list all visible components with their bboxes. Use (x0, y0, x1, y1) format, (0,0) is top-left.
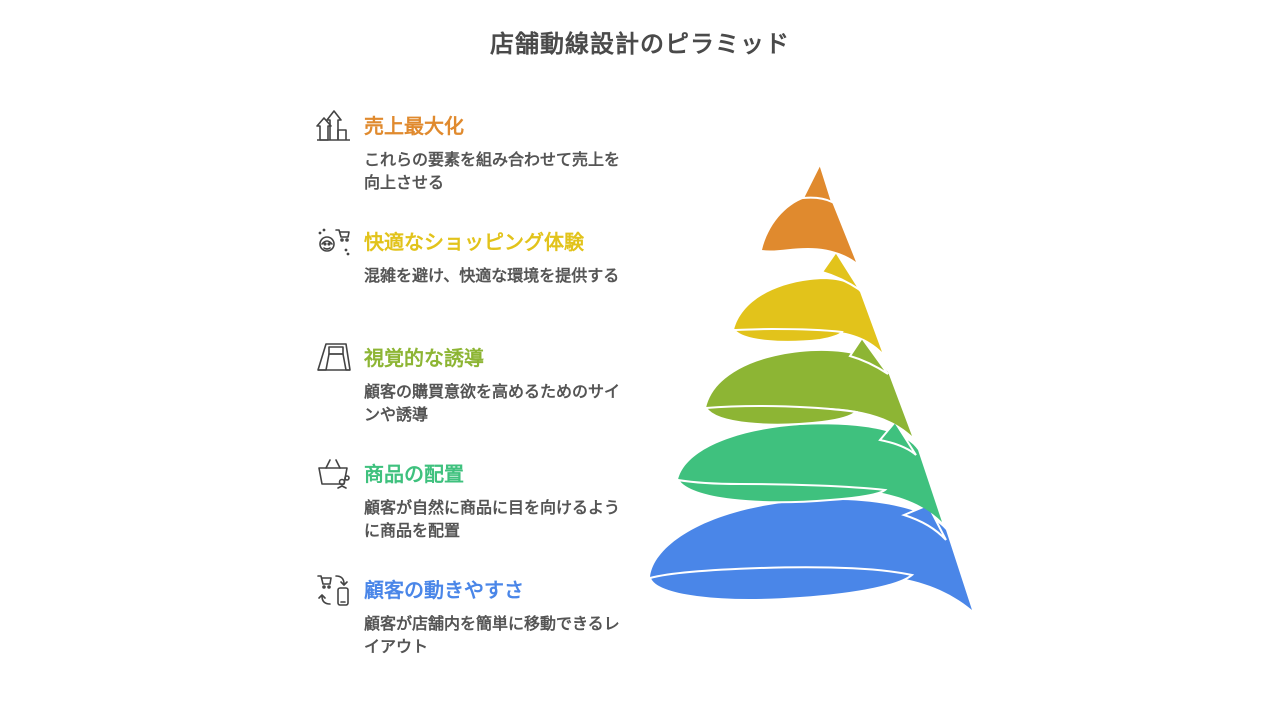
level-description: 混雑を避け、快適な環境を提供する (364, 266, 620, 285)
level-heading: 快適なショッピング体験 (364, 230, 584, 254)
level-description: 顧客の購買意欲を高めるためのサインや誘導 (364, 382, 621, 424)
pyramid-band-orange (762, 195, 856, 262)
page-title: 店舗動線設計のピラミッド (490, 30, 790, 58)
pyramid-band-yellow-back (820, 250, 861, 291)
level-description: 顧客が店舗内を簡単に移動できるレイアウト (364, 614, 620, 656)
level-heading: 視覚的な誘導 (364, 346, 484, 370)
level-heading: 商品の配置 (364, 462, 464, 486)
level-description: 顧客が自然に商品に目を向けるように商品を配置 (364, 498, 621, 540)
pyramid-band-olive (706, 350, 912, 436)
product-basket-icon (316, 456, 352, 492)
growth-arrow-icon (316, 108, 352, 144)
pyramid-band-olive-back (848, 336, 889, 375)
spiral-pyramid (640, 150, 980, 624)
pyramid-band-yellow-front (731, 327, 844, 343)
level-description: これらの要素を組み合わせて売上を向上させる (364, 150, 621, 192)
pyramid-band-green (678, 424, 942, 522)
level-heading: 顧客の動きやすさ (364, 578, 524, 602)
pyramid-band-orange-tip (801, 161, 834, 204)
pyramid-band-yellow (734, 279, 882, 352)
cart-mobile-icon (316, 572, 352, 608)
pyramid-band-green-back (878, 420, 917, 456)
pyramid-band-blue (650, 499, 972, 610)
level-heading: 売上最大化 (364, 114, 464, 138)
shopper-cart-icon (316, 224, 352, 260)
pyramid-band-blue-back (901, 503, 947, 541)
pyramid-band-olive-front (704, 404, 859, 426)
pyramid-band-blue-front (648, 566, 915, 601)
pyramid-svg (648, 161, 972, 610)
pyramid-band-green-front (676, 478, 888, 504)
signboard-icon (316, 340, 352, 376)
